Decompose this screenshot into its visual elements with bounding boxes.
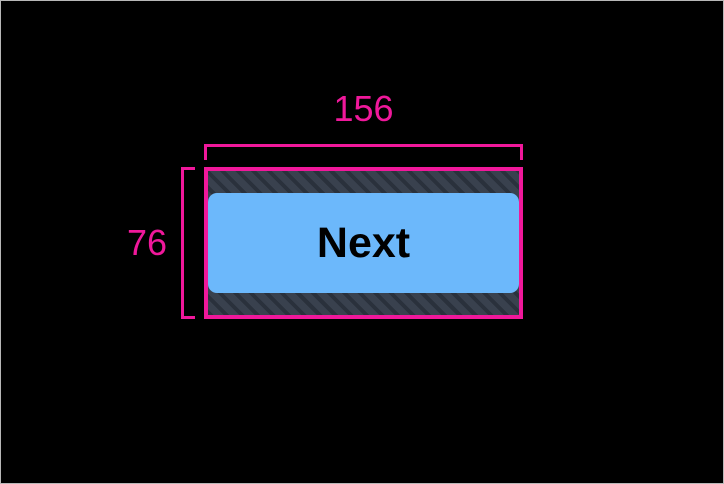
width-dimension-bracket [204, 144, 523, 160]
next-button[interactable]: Next [208, 193, 519, 293]
next-button-label: Next [316, 218, 411, 267]
height-dimension-label: 76 [126, 222, 167, 263]
height-dimension-bracket [181, 167, 195, 319]
width-dimension-label: 156 [333, 88, 394, 129]
measured-element-outline: Next [204, 167, 523, 319]
